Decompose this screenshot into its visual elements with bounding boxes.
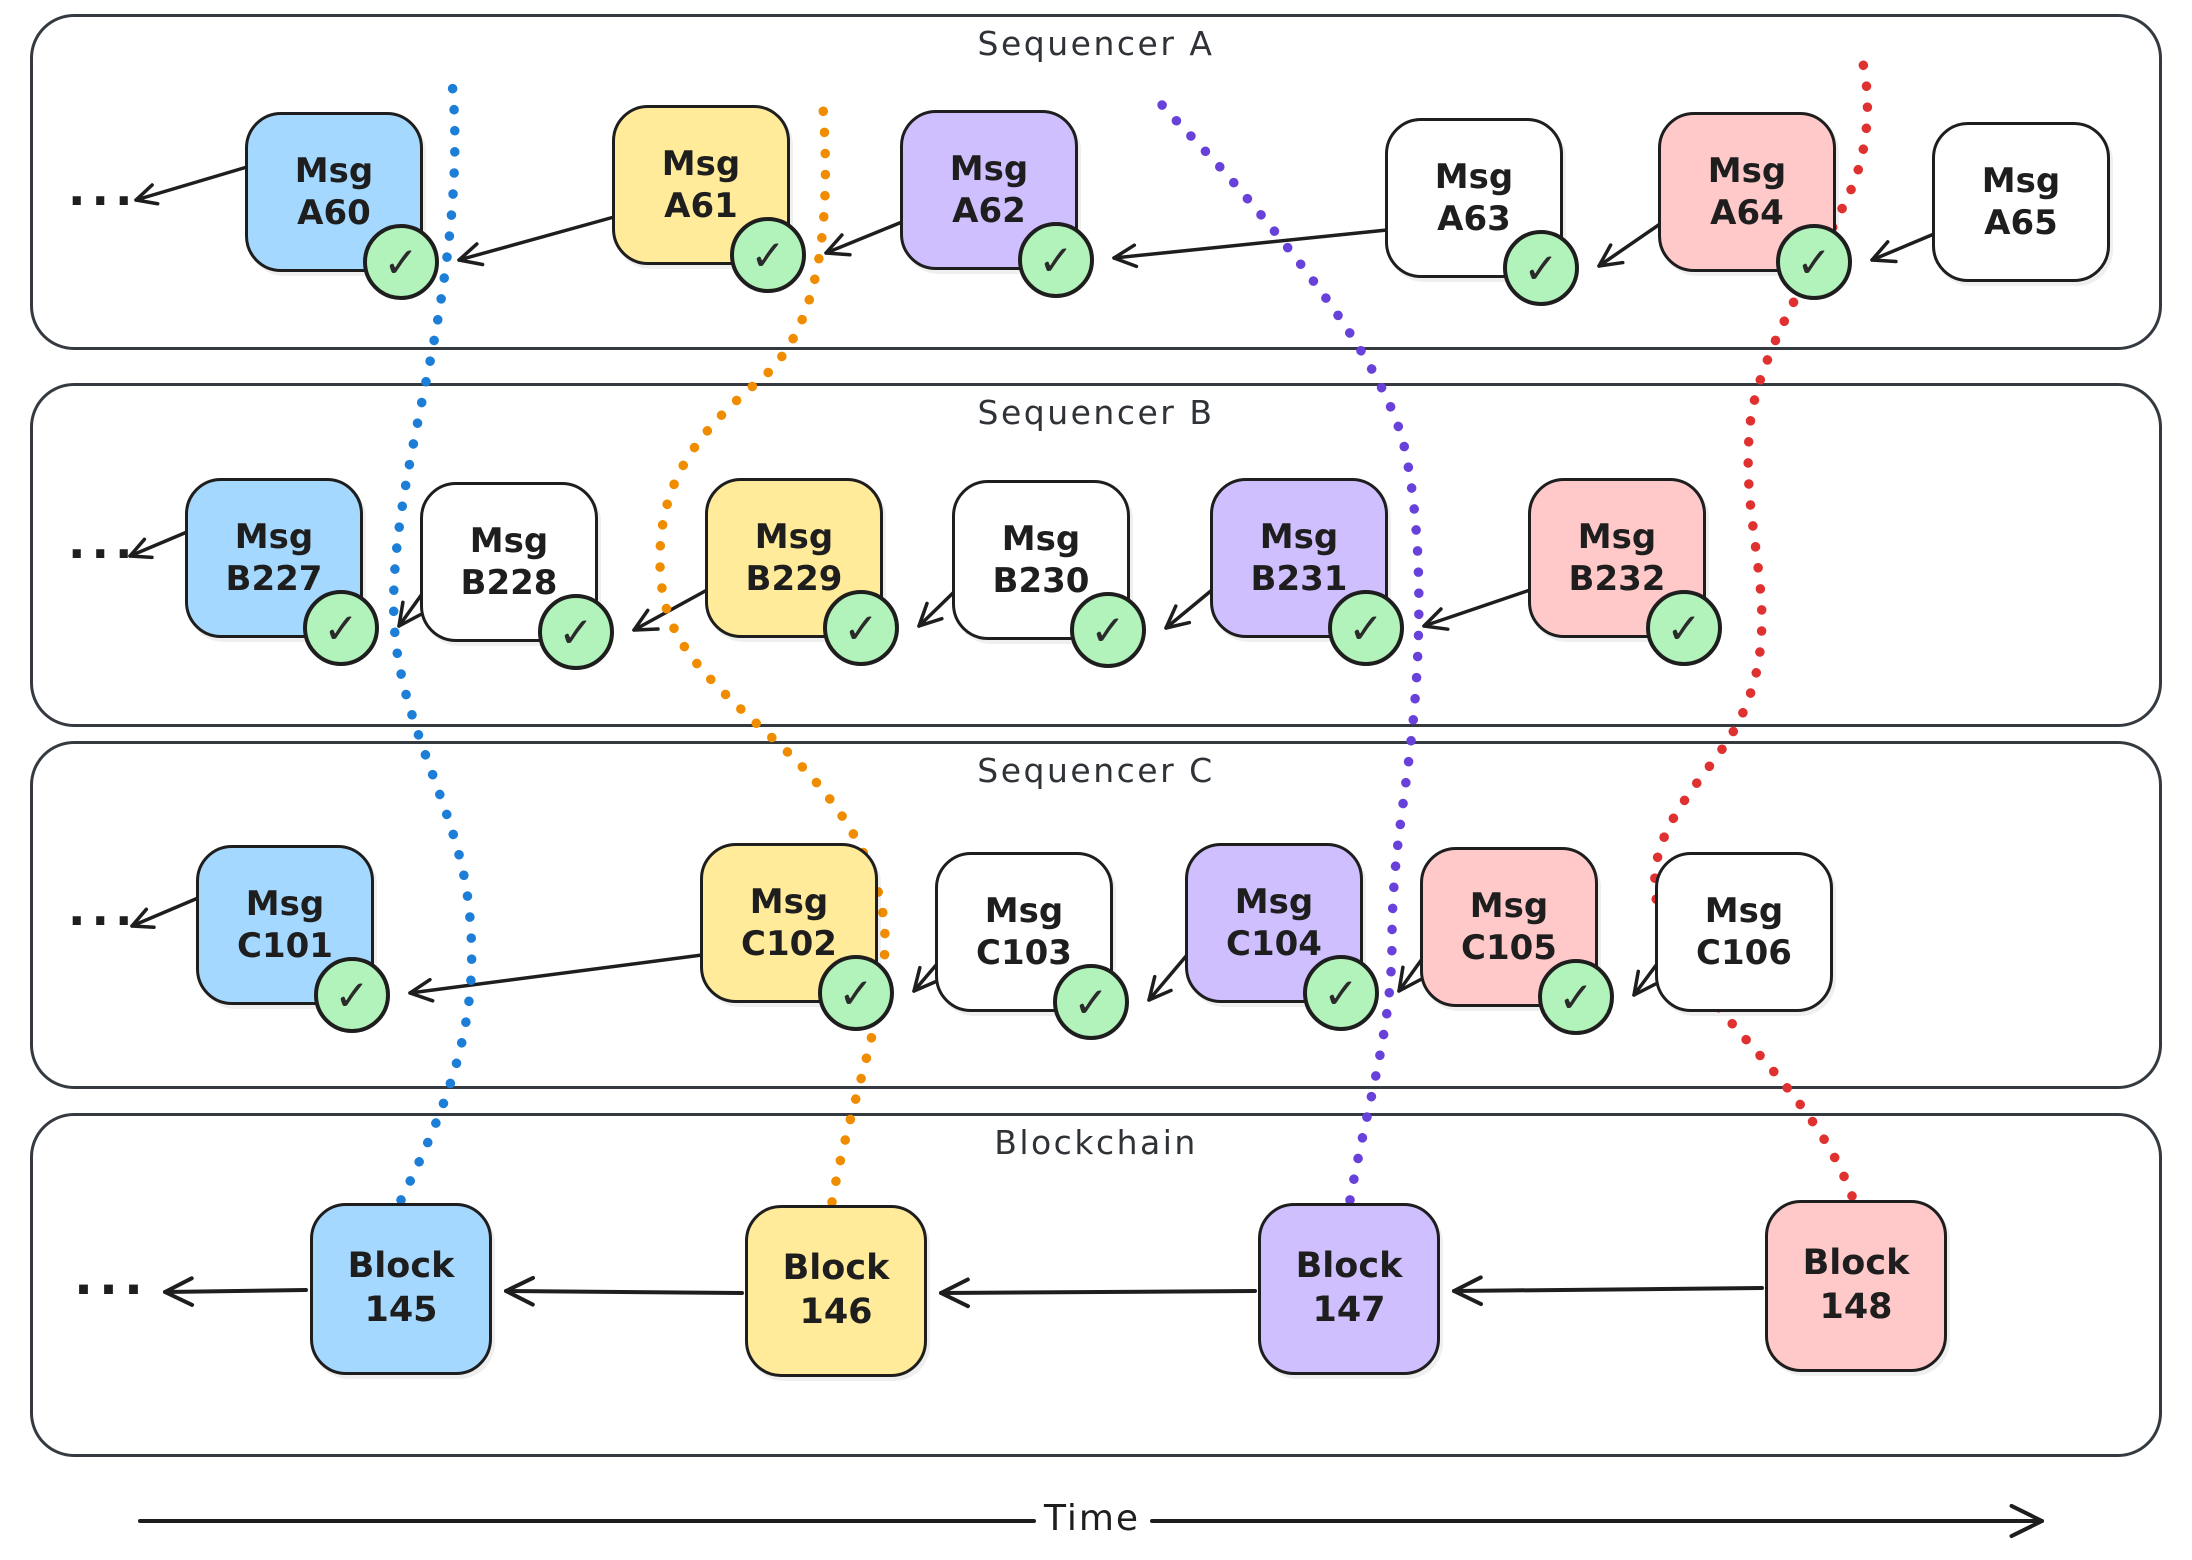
ellipsis-label: ... [68,882,139,936]
msg-id-label: C106 [1696,933,1792,973]
msg-type-label: Msg [749,881,829,922]
block-id-label: 145 [364,1290,438,1330]
check-icon: ✓ [1328,590,1404,666]
msg-type-label: Msg [1001,518,1081,559]
msg-type-label: Msg [1981,160,2061,201]
msg-type-label: Msg [1469,885,1549,926]
msg-type-label: Msg [469,520,549,561]
checkmark-glyph: ✓ [1323,968,1359,1018]
check-icon: ✓ [1070,592,1146,668]
ellipsis-label: ... [74,1248,149,1306]
msg-type-label: Msg [245,883,325,924]
check-icon: ✓ [538,594,614,670]
msg-type-label: Msg [661,143,741,184]
checkmark-glyph: ✓ [1796,237,1832,287]
checkmark-glyph: ✓ [1073,977,1109,1027]
msg-id-label: A62 [952,191,1026,231]
block-id-label: 147 [1312,1290,1386,1330]
check-icon: ✓ [1053,964,1129,1040]
check-icon: ✓ [730,217,806,293]
msg-type-label: Msg [1707,150,1787,191]
msg-id-label: B232 [1568,559,1666,599]
check-icon: ✓ [314,957,390,1033]
msg-id-label: B227 [225,559,323,599]
msg-id-label: C103 [976,933,1072,973]
msg-id-label: B231 [1250,559,1348,599]
check-icon: ✓ [823,590,899,666]
msg-id-label: B229 [745,559,843,599]
msg-type-label: Msg [1704,890,1784,931]
block-type-label: Block [782,1248,890,1289]
msg-type-label: Msg [1577,516,1657,557]
msg-type-label: Msg [984,890,1064,931]
checkmark-glyph: ✓ [843,603,879,653]
msg-type-label: Msg [949,148,1029,189]
check-icon: ✓ [1303,955,1379,1031]
check-icon: ✓ [1776,224,1852,300]
msg-id-label: C104 [1226,924,1322,964]
check-icon: ✓ [818,955,894,1031]
checkmark-glyph: ✓ [323,603,359,653]
sequencer-a-title: Sequencer A [977,24,1215,63]
checkmark-glyph: ✓ [838,968,874,1018]
msg-id-label: A63 [1437,199,1511,239]
checkmark-glyph: ✓ [1348,603,1384,653]
checkmark-glyph: ✓ [558,607,594,657]
checkmark-glyph: ✓ [1090,605,1126,655]
checkmark-glyph: ✓ [1038,235,1074,285]
block-type-label: Block [1295,1246,1403,1287]
check-icon: ✓ [1538,959,1614,1035]
msg-type-label: Msg [234,516,314,557]
block-id-label: 146 [799,1292,873,1332]
block-type-label: Block [347,1246,455,1287]
msg-id-label: A64 [1710,193,1784,233]
time-axis-label: Time [1043,1498,1141,1539]
msg-id-label: A61 [664,186,738,226]
checkmark-glyph: ✓ [1558,972,1594,1022]
checkmark-glyph: ✓ [334,970,370,1020]
checkmark-glyph: ✓ [1666,603,1702,653]
msg-type-label: Msg [1259,516,1339,557]
block-id-label: 148 [1819,1287,1893,1327]
check-icon: ✓ [303,590,379,666]
msg-id-label: B230 [992,561,1090,601]
block-type-label: Block [1802,1243,1910,1284]
msg-type-label: Msg [1434,156,1514,197]
check-icon: ✓ [1503,230,1579,306]
msg-type-label: Msg [1234,881,1314,922]
check-icon: ✓ [1646,590,1722,666]
checkmark-glyph: ✓ [750,230,786,280]
msg-id-label: C102 [741,924,837,964]
check-icon: ✓ [1018,222,1094,298]
msg-id-label: A65 [1984,203,2058,243]
msg-id-label: A60 [297,193,371,233]
check-icon: ✓ [363,224,439,300]
msg-id-label: C101 [237,926,333,966]
msg-id-label: C105 [1461,928,1557,968]
msg-type-label: Msg [294,150,374,191]
checkmark-glyph: ✓ [383,237,419,287]
msg-type-label: Msg [754,516,834,557]
checkmark-glyph: ✓ [1523,243,1559,293]
ellipsis-label: ... [68,162,139,216]
msg-id-label: B228 [460,563,558,603]
ellipsis-label: ... [68,515,139,569]
